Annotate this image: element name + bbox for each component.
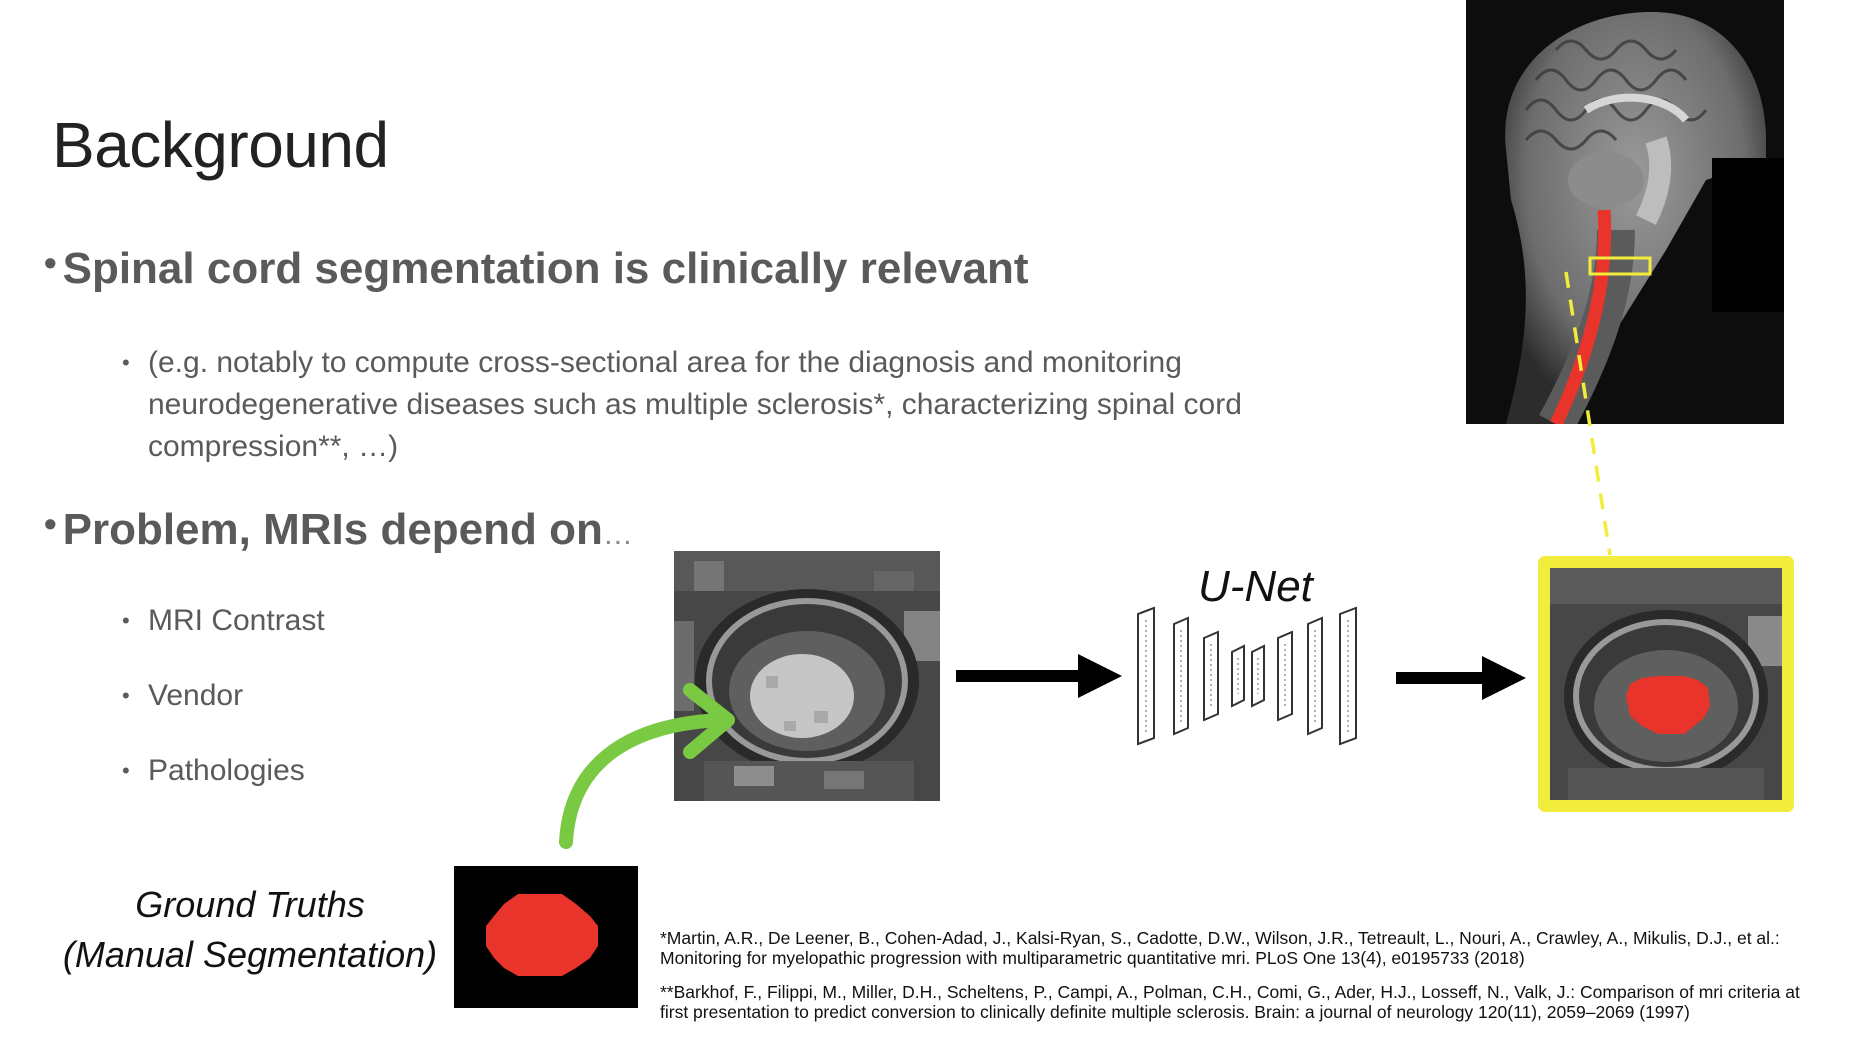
sub-bullet-dot: • [122, 683, 130, 708]
slide-title: Background [52, 109, 389, 181]
ground-truth-mask-image [454, 866, 638, 1008]
sub-bullet-dot: • [122, 758, 130, 783]
bullet-dot: • [44, 503, 57, 544]
sub-bullet-line: neurodegenerative diseases such as multi… [148, 388, 1242, 421]
bullet-text: Problem, MRIs depend on [62, 505, 603, 554]
arrow-to-output [1396, 656, 1526, 700]
arrow-to-unet [956, 654, 1122, 698]
sub-bullet-dot: • [122, 608, 130, 633]
sub-bullet-line: Pathologies [148, 754, 305, 787]
sub-bullet-line: MRI Contrast [148, 604, 325, 637]
segmented-output-image [1538, 556, 1794, 812]
ground-truth-line2: (Manual Segmentation) [62, 934, 438, 975]
sub-bullet-line: (e.g. notably to compute cross-sectional… [148, 346, 1182, 379]
reference-line: Monitoring for myelopathic progression w… [660, 948, 1525, 968]
bullet-text: Spinal cord segmentation is clinically r… [62, 244, 1029, 293]
reference-1: *Martin, A.R., De Leener, B., Cohen-Adad… [660, 928, 1780, 968]
bullet-clinical-relevance: •Spinal cord segmentation is clinically … [44, 242, 1029, 294]
unet-diagram [1137, 606, 1357, 746]
reference-line: first presentation to predict conversion… [660, 1002, 1690, 1022]
sub-bullet-line: compression**, …) [148, 430, 399, 463]
unet-label: U-Net [1198, 562, 1313, 611]
reference-line: *Martin, A.R., De Leener, B., Cohen-Adad… [660, 928, 1780, 948]
reference-2: **Barkhof, F., Filippi, M., Miller, D.H.… [660, 982, 1800, 1022]
sub-bullet-line: Vendor [148, 679, 244, 712]
bullet-ellipsis: … [602, 518, 633, 551]
reference-line: **Barkhof, F., Filippi, M., Miller, D.H.… [660, 982, 1800, 1002]
ground-truth-caption: Ground Truths (Manual Segmentation) [60, 880, 440, 980]
sub-bullet-dot: • [122, 350, 130, 375]
axial-mri-input-image [674, 551, 940, 801]
sagittal-mri-image [1466, 0, 1784, 424]
bullet-dot: • [44, 242, 57, 283]
dashed-connector [1564, 271, 1612, 556]
ground-truth-arrow [559, 683, 735, 849]
bullet-problem: •Problem, MRIs depend on… [44, 503, 633, 555]
ground-truth-line1: Ground Truths [135, 884, 365, 925]
